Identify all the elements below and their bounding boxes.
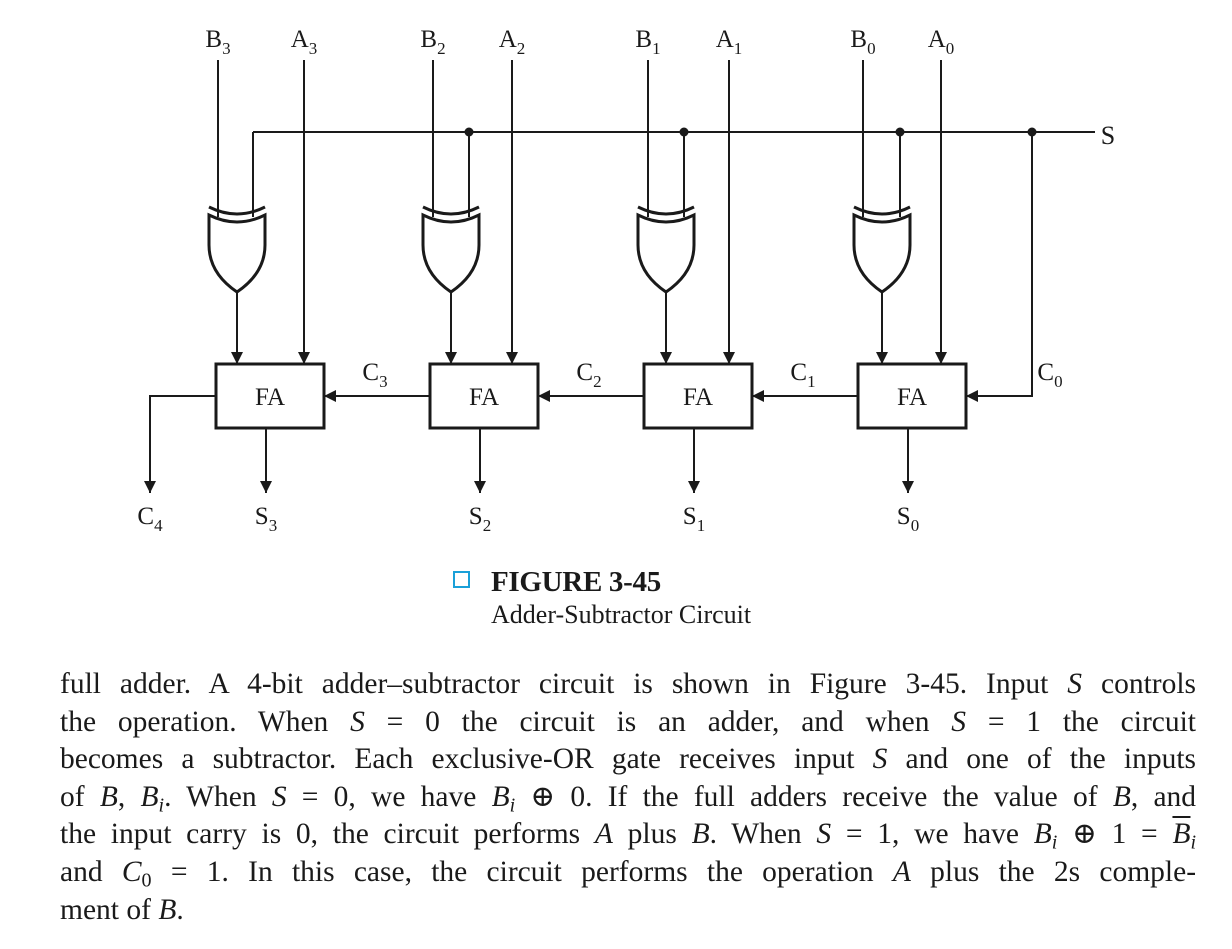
full-adder-box-1 bbox=[642, 362, 754, 430]
carry-label-C1: C1 bbox=[790, 359, 815, 391]
xor-gate-1 bbox=[636, 212, 696, 294]
input-label-A2: A2 bbox=[499, 26, 526, 58]
xor-gate-0 bbox=[852, 212, 912, 294]
full-adder-label-1: FA bbox=[683, 384, 713, 411]
junction-dot-c0 bbox=[1027, 127, 1037, 137]
xor-gate-input-curve-2 bbox=[422, 205, 480, 216]
figure-subtitle: Adder-Subtractor Circuit bbox=[491, 600, 752, 629]
paragraph-line-7: ment of B. bbox=[60, 893, 184, 926]
paragraph-line-6: and C0 = 1. In this case, the circuit pe… bbox=[60, 855, 1197, 892]
full-adder-label-2: FA bbox=[469, 384, 499, 411]
carry-out-line-c4 bbox=[144, 395, 216, 493]
full-adder-box-3 bbox=[214, 362, 326, 430]
paragraph-line-3: becomes a subtractor. Each exclusive-OR … bbox=[60, 743, 1197, 776]
input-label-B1: B1 bbox=[635, 26, 660, 58]
junction-dot-1 bbox=[679, 127, 689, 137]
figure-title: FIGURE 3-45 bbox=[491, 566, 661, 598]
input-label-A0: A0 bbox=[928, 26, 955, 58]
junction-dot-0 bbox=[895, 127, 905, 137]
input-label-B2: B2 bbox=[420, 26, 445, 58]
carry-label-C3: C3 bbox=[362, 359, 387, 391]
sum-output-label-S2: S2 bbox=[469, 503, 491, 535]
body-paragraph: full adder. A 4-bit adder–subtractor cir… bbox=[60, 666, 1196, 929]
input-label-B0: B0 bbox=[850, 26, 875, 58]
paragraph-line-5: the input carry is 0, the circuit perfor… bbox=[60, 818, 1197, 854]
xor-gate-input-curve-3 bbox=[208, 205, 266, 216]
xor-gate-2 bbox=[421, 212, 481, 294]
input-label-A1: A1 bbox=[716, 26, 743, 58]
paragraph-line-2: the operation. When S = 0 the circuit is… bbox=[60, 705, 1196, 738]
xor-gate-input-curve-1 bbox=[637, 205, 695, 216]
xor-gate-3 bbox=[207, 212, 267, 294]
carry-in-line-c0 bbox=[966, 132, 1033, 402]
sum-output-label-S0: S0 bbox=[897, 503, 919, 535]
paragraph-line-4: of B, Bi. When S = 0, we have Bi ⊕ 0. If… bbox=[60, 780, 1197, 817]
xor-gate-input-curve-0 bbox=[853, 205, 911, 216]
paragraph-line-1: full adder. A 4-bit adder–subtractor cir… bbox=[60, 668, 1197, 700]
input-label-B3: B3 bbox=[205, 26, 230, 58]
sum-output-label-S1: S1 bbox=[683, 503, 705, 535]
full-adder-label-3: FA bbox=[255, 384, 285, 411]
full-adder-box-2 bbox=[428, 362, 540, 430]
caption-square-icon bbox=[453, 571, 470, 588]
junction-dot-2 bbox=[464, 127, 474, 137]
carry-label-C0: C0 bbox=[1037, 359, 1062, 391]
carry-label-C2: C2 bbox=[576, 359, 601, 391]
full-adder-label-0: FA bbox=[897, 384, 927, 411]
sum-output-label-S3: S3 bbox=[255, 503, 277, 535]
full-adder-box-0 bbox=[856, 362, 968, 430]
input-label-A3: A3 bbox=[291, 26, 318, 58]
control-label-s: S bbox=[1101, 121, 1115, 150]
carry-out-label-C4: C4 bbox=[137, 503, 163, 535]
